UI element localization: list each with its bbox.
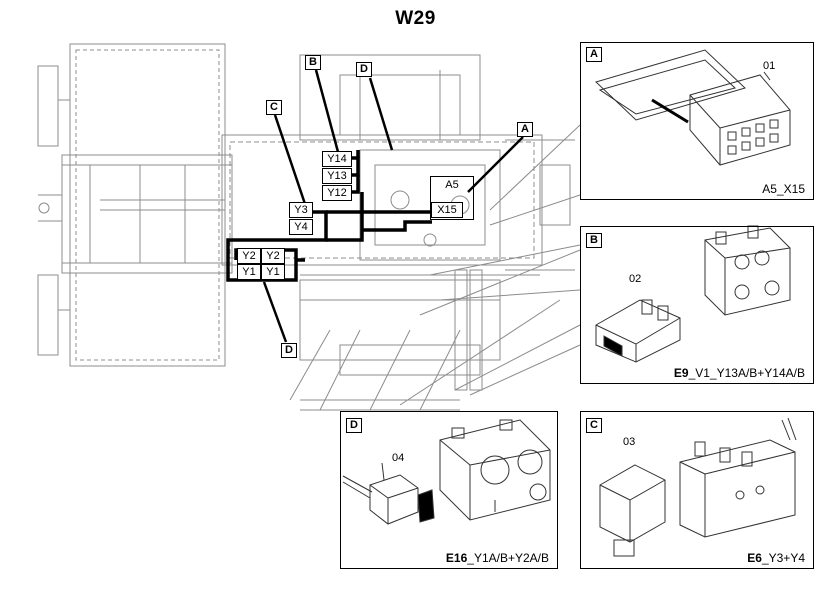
connector-y13: Y13 [322,168,352,184]
panel-d-letter: D [346,418,362,433]
panel-a-letter: A [586,47,602,62]
panel-a-code-text: A5_X15 [762,182,805,196]
panel-a-part-number: 01 [763,60,776,72]
connector-y12: Y12 [322,185,352,201]
panel-b-part-number: 02 [629,273,642,285]
connector-y3: Y3 [289,202,313,218]
connector-y2-right: Y2 [261,248,285,264]
detail-panel-c: C 03 E6_Y3+Y4 [580,411,814,569]
panel-d-code: E16_Y1A/B+Y2A/B [446,551,549,565]
panel-d-code-text: _Y1A/B+Y2A/B [467,551,549,565]
connector-y14: Y14 [322,151,352,167]
connector-y4: Y4 [289,219,313,235]
connector-a5: A5 [445,179,459,191]
diagram-title: W29 [395,8,436,29]
detail-panel-a: A 01 A5_X15 [580,42,814,200]
callout-d-top: D [356,62,372,77]
panel-c-code: E6_Y3+Y4 [747,551,805,565]
panel-c-code-bold: E6 [747,551,762,565]
panel-c-code-text: _Y3+Y4 [761,551,805,565]
connector-y1-right: Y1 [261,264,285,280]
callout-b: B [305,55,321,70]
callout-d-bottom: D [281,343,297,358]
panel-c-letter: C [586,418,602,433]
detail-panel-d: D 04 E16_Y1A/B+Y2A/B [340,411,558,569]
panel-b-letter: B [586,233,602,248]
connector-y2-left: Y2 [237,248,261,264]
connector-y1-left: Y1 [237,264,261,280]
panel-b-code-text: _V1_Y13A/B+Y14A/B [688,366,805,380]
panel-d-code-bold: E16 [445,551,468,565]
panel-c-part-number: 03 [623,436,636,448]
callout-a: A [517,122,533,137]
connector-x15: X15 [431,202,463,218]
connector-a5-box [430,176,474,220]
panel-d-part-number: 04 [392,452,405,464]
panel-a-code: A5_X15 [762,182,805,196]
panel-b-code-bold: E9 [673,366,689,380]
detail-panel-b: B 02 E9_V1_Y13A/B+Y14A/B [580,226,814,384]
callout-c: C [266,100,282,115]
panel-b-code: E9_V1_Y13A/B+Y14A/B [674,366,805,380]
